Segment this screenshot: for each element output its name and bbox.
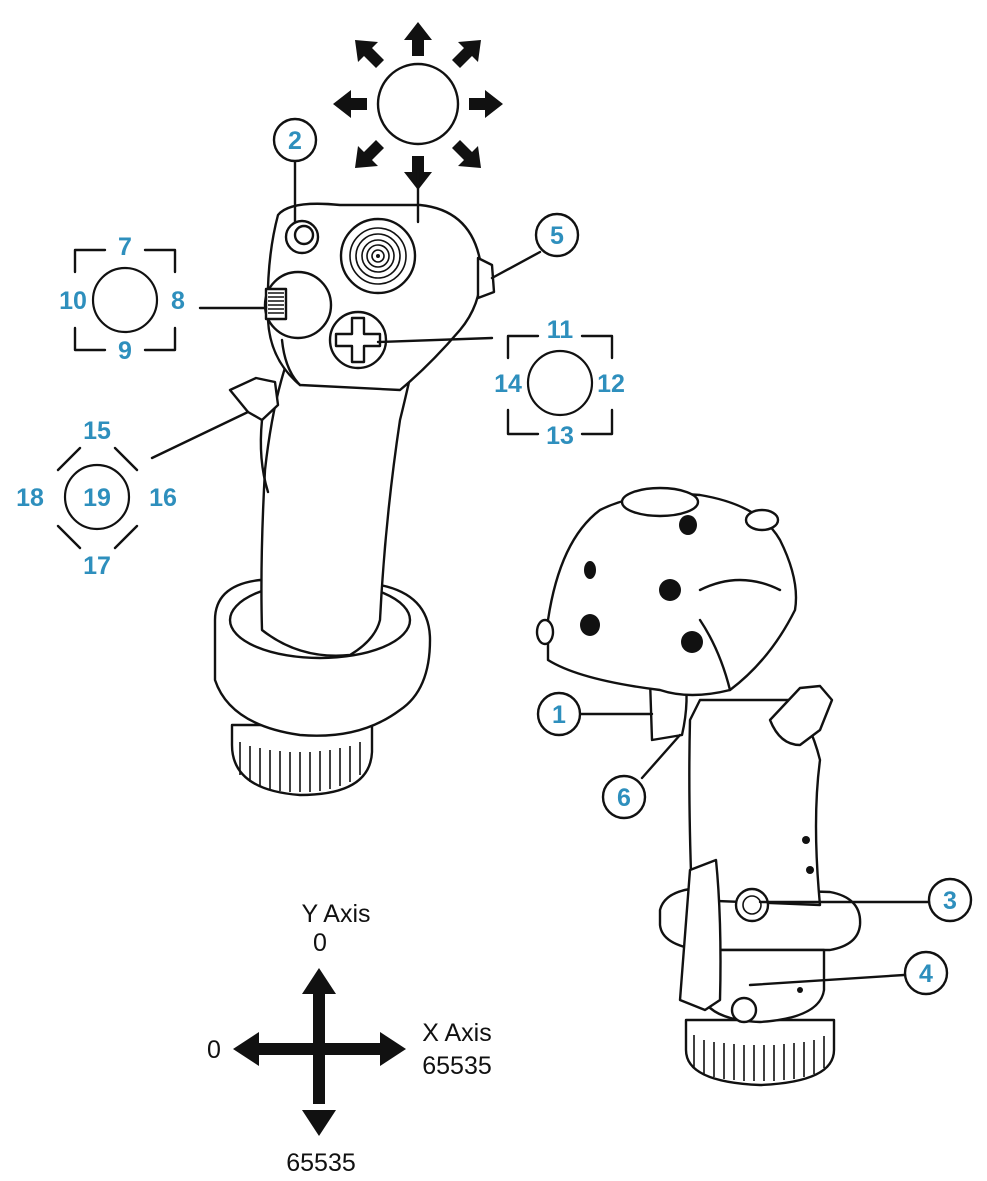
axis-left-arrow-icon — [233, 1032, 259, 1066]
hat-right-diagram: 11 12 13 14 — [494, 316, 625, 450]
hat-7-10-switch — [263, 270, 333, 340]
callout-5: 5 — [534, 212, 580, 258]
callout-2: 2 — [272, 117, 318, 163]
hat-11-14-switch — [328, 310, 388, 370]
axis-arrows — [233, 968, 406, 1136]
leader-11 — [376, 336, 494, 344]
x-axis-min: 0 — [207, 1036, 221, 1064]
pov-direction-indicator — [333, 22, 503, 190]
hat-right-up-label: 11 — [547, 316, 574, 344]
button-4-rear — [730, 996, 758, 1024]
callout-5-label: 5 — [550, 222, 564, 250]
callout-4-label: 4 — [919, 960, 933, 988]
joystick-rear-view — [535, 486, 862, 1087]
leader-6 — [640, 733, 682, 780]
callout-4: 4 — [903, 950, 949, 996]
hat-right-down-label: 13 — [546, 422, 574, 450]
pov-hat-switch — [339, 217, 417, 295]
button-5-side — [476, 256, 496, 300]
x-axis-title: X Axis — [422, 1019, 491, 1047]
y-axis-max: 65535 — [286, 1149, 356, 1177]
arrow-right-icon — [469, 90, 503, 118]
hat-left-diagram: 7 8 9 10 — [59, 233, 185, 365]
front-base-ring — [230, 723, 374, 797]
hat-right-right-label: 12 — [597, 370, 625, 398]
axis-up-arrow-icon — [302, 968, 336, 994]
callouts: 2 5 1 6 3 4 — [272, 117, 973, 996]
hat-left-down-label: 9 — [118, 337, 132, 365]
callout-6: 6 — [601, 774, 647, 820]
callout-1: 1 — [536, 691, 582, 737]
arrow-up-left-icon — [355, 40, 384, 68]
hat-trigger-right-label: 16 — [149, 484, 177, 512]
hat-left-up-label: 7 — [118, 233, 132, 261]
hat-trigger-down-label: 17 — [83, 552, 111, 580]
arrow-left-icon — [333, 90, 367, 118]
axis-right-arrow-icon — [380, 1032, 406, 1066]
leader-lines — [150, 158, 930, 987]
y-axis-title: Y Axis — [301, 900, 370, 928]
hat-trigger-left-label: 18 — [16, 484, 44, 512]
joystick-front-view — [213, 202, 496, 797]
hat-trigger-diagram: 15 16 17 18 19 — [16, 417, 177, 580]
hat-trigger-center-label: 19 — [83, 484, 111, 512]
trigger-hat-side — [228, 376, 280, 422]
callout-3: 3 — [927, 877, 973, 923]
pov-center-circle — [376, 62, 460, 146]
axis-down-arrow-icon — [302, 1110, 336, 1136]
rear-base-ring — [684, 1018, 836, 1087]
y-axis-min: 0 — [313, 929, 327, 957]
leader-4 — [748, 973, 906, 987]
hat-trigger-up-label: 15 — [83, 417, 111, 445]
button-3-rear — [734, 887, 770, 923]
hat-right-left-label: 14 — [494, 370, 522, 398]
leader-5 — [490, 250, 542, 280]
callout-2-label: 2 — [288, 127, 302, 155]
x-axis-max: 65535 — [422, 1052, 492, 1080]
axis-legend: Y Axis 0 65535 X Axis 0 65535 — [207, 900, 492, 1177]
callout-3-label: 3 — [943, 887, 957, 915]
callout-1-label: 1 — [552, 701, 566, 729]
arrow-up-icon — [404, 22, 432, 56]
hat-left-right-label: 8 — [171, 287, 185, 315]
rear-trigger-hat — [768, 684, 834, 747]
rear-lever — [678, 858, 722, 1012]
front-base-knurling — [239, 742, 361, 792]
leader-trigger-hat — [150, 410, 250, 460]
arrow-down-left-icon — [355, 140, 384, 168]
callout-6-label: 6 — [617, 784, 631, 812]
arrow-up-right-icon — [452, 40, 481, 68]
hat-left-left-label: 10 — [59, 287, 87, 315]
arrow-down-right-icon — [452, 140, 481, 168]
